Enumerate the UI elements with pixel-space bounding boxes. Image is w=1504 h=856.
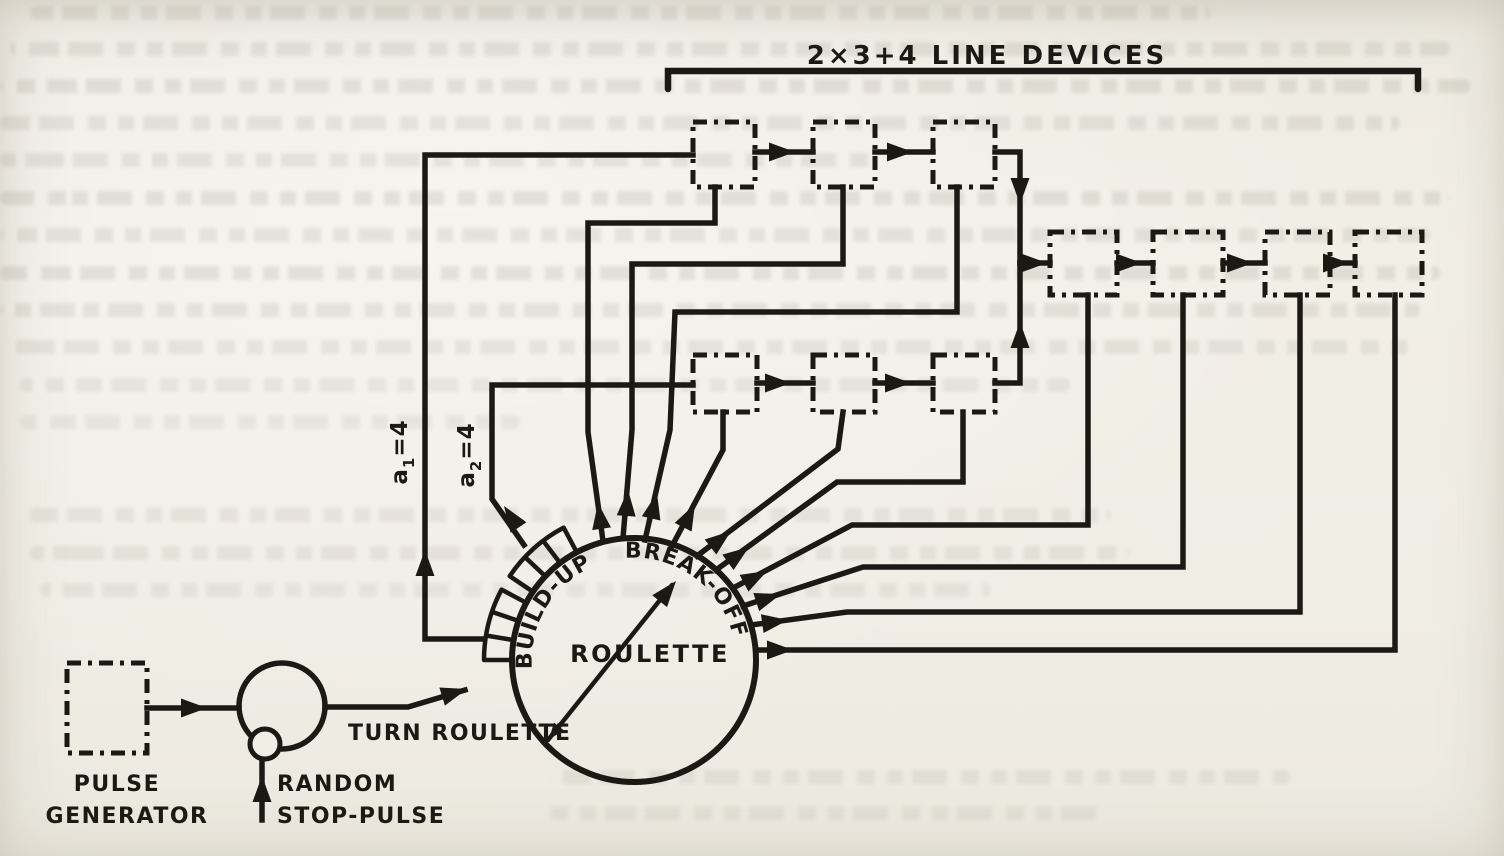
arrowhead-icon [1010,178,1030,204]
line-device-box [690,352,760,415]
device-chain-links [752,142,1358,393]
arrowhead-icon [1116,253,1142,273]
fan-line-5 [693,408,847,560]
line-devices-bracket: 2×3+4 LINE DEVICES [664,41,1422,93]
arrowhead-icon [769,142,795,162]
fan-line-8 [739,292,1186,610]
bracket-line [664,67,1422,93]
arrowhead-icon [1010,322,1030,348]
arrowhead-icon [1323,253,1349,273]
roulette-output-lines [585,184,1398,660]
a2-label: a2=4 [454,422,485,487]
build-up-cells-lower [481,587,529,663]
arrowhead-icon [1227,253,1253,273]
pocket-divider [541,539,562,565]
roulette-pointer [543,575,684,744]
turn-roulette-label: TURN ROULETTE [348,721,571,746]
arrowhead-icon [415,550,435,576]
line-devices-label: 2×3+4 LINE DEVICES [807,41,1167,71]
line-device-box [1352,229,1425,298]
fan-line-10 [753,292,1398,653]
arrowhead-icon [252,776,272,802]
pocket-divider [485,633,514,643]
line-device-box [690,119,758,190]
fan-line-1 [585,184,718,545]
arrowhead-icon [674,499,704,532]
arrowhead-icon [887,142,913,162]
line-device-box [930,352,998,415]
stop-pulse-inlet-circle [247,726,283,762]
arrowhead-icon [885,373,911,393]
stop-gate: RANDOM STOP-PULSE [236,660,445,829]
pocket-divider [523,555,547,578]
line-device-box [810,119,878,190]
arrowhead-icon [739,562,772,592]
pulse-generator-label-line2: GENERATOR [46,804,209,829]
arrowhead-icon [1021,253,1047,273]
arrowhead-icon [767,640,793,660]
pocket-divider [491,609,520,624]
build-up-cells-upper [507,525,580,595]
pulse-generator: PULSE GENERATOR [46,660,242,829]
line-device-box [1047,229,1120,298]
middle-row-devices [690,352,998,415]
line-device-box [810,352,878,415]
fan-line-2 [620,184,846,541]
chain-link-down [992,149,1023,266]
pulse-generator-label-line1: PULSE [74,772,160,797]
arrowhead-icon [181,698,207,718]
random-stop-label-line1: RANDOM [277,772,397,797]
a1-line [422,152,696,642]
pulse-generator-box [64,660,150,756]
top-row-devices [690,119,998,190]
fan-line-9 [747,292,1303,629]
arrowhead-icon [496,500,527,533]
arrowhead-icon [765,373,791,393]
build-up-feed-lines: a1=4 a2=4 [387,152,696,642]
line-device-box [1150,229,1226,298]
line-device-box [1262,229,1333,298]
arrowhead-icon [616,489,638,517]
arrowhead-icon [753,584,784,612]
a1-label: a1=4 [387,419,418,484]
fan-line-3 [641,184,960,544]
roulette-label: ROULETTE [570,640,730,668]
pointer-shaft [545,582,675,743]
fan-line-6 [712,409,966,574]
chain-link-up [992,260,1023,386]
fan-line-7 [729,292,1091,592]
line-device-box [930,119,998,190]
fan-line-4 [668,409,726,550]
random-stop-label-line2: STOP-PULSE [277,804,445,829]
turn-roulette-connection: TURN ROULETTE [322,679,571,746]
